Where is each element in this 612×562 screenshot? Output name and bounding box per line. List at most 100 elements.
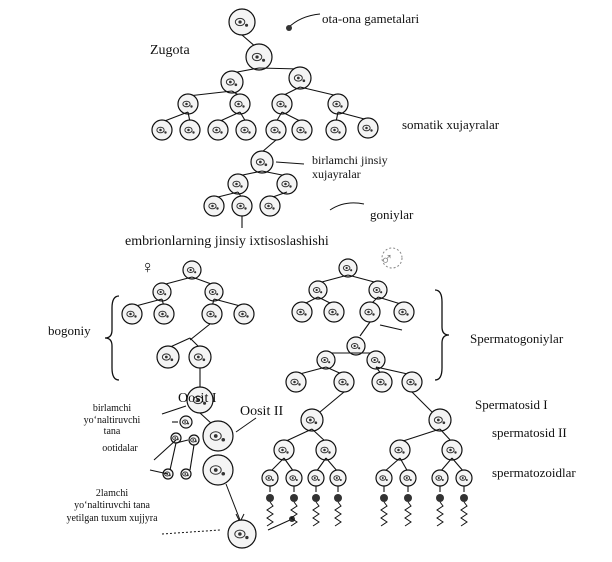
cell-nucleus — [394, 446, 403, 454]
cell-nucleus — [312, 286, 321, 294]
nucleus-dot — [335, 476, 338, 480]
cell-nucleus — [342, 264, 351, 272]
chromatin-dot — [402, 451, 405, 454]
primary-germ-cells-label-1: birlamchi jinsiy — [312, 153, 388, 167]
blastomere-cell — [271, 93, 293, 115]
spermatid-cell — [431, 469, 449, 487]
nucleus-dot — [333, 128, 336, 132]
nucleus-dot — [189, 268, 192, 272]
first-polar-body-label: birlamchi yo‘naltiruvchi tana — [64, 403, 160, 438]
chromatin-dot — [372, 313, 375, 316]
nucleus-dot — [192, 439, 195, 441]
chromatin-dot — [168, 474, 171, 477]
spermatogonium-cell — [371, 371, 393, 393]
cell-nucleus — [338, 378, 347, 386]
second-polar-body-label: 2lamchi yo‘naltiruvchi tana — [56, 488, 168, 511]
spermatid-cell — [399, 469, 417, 487]
spermatozoon-head — [380, 494, 388, 502]
spermatogonium-cell — [291, 301, 313, 323]
nucleus-dot — [243, 128, 246, 132]
cell-nucleus — [330, 126, 339, 134]
spermatocyte-1-cell — [300, 408, 324, 432]
chromatin-dot — [186, 474, 189, 477]
chromatin-dot — [298, 383, 301, 386]
spermatozoon-head — [404, 494, 412, 502]
branch-line — [269, 457, 285, 473]
spermatozoon-head — [312, 494, 320, 502]
spermatocyte-line — [411, 391, 433, 413]
chromatin-dot — [164, 293, 167, 296]
male-top-cell — [338, 258, 358, 278]
cell-nucleus — [350, 342, 359, 350]
nucleus-dot — [284, 182, 287, 186]
spermatid-cell — [307, 469, 325, 487]
blastomere-cell — [177, 93, 199, 115]
sperm-approach-line — [287, 13, 321, 29]
somatic-cell — [357, 117, 379, 139]
branch-line — [283, 428, 313, 443]
nucleus-dot — [159, 128, 162, 132]
chromatin-dot — [248, 131, 251, 134]
nucleus-dot — [373, 358, 376, 362]
spermatozoon-head — [290, 494, 298, 502]
nucleus-dot — [323, 448, 326, 452]
cell-nucleus — [182, 471, 189, 477]
oocyte-1-pointer — [161, 405, 187, 415]
branch-line — [347, 274, 379, 284]
spermatogonium-cell — [323, 301, 345, 323]
branch-line — [161, 276, 193, 286]
spermatogonium-cell — [393, 301, 415, 323]
cell-nucleus — [433, 416, 443, 424]
chromatin-dot — [221, 471, 226, 476]
gonium-cell — [259, 195, 281, 217]
cell-nucleus — [278, 446, 287, 454]
chromatin-dot — [240, 185, 243, 188]
chromatin-dot — [202, 401, 207, 405]
cell-nucleus — [379, 475, 387, 481]
nucleus-dot — [436, 418, 440, 422]
somatic-cells-label: somatik xujayralar — [402, 117, 500, 132]
cell-nucleus — [376, 378, 385, 386]
cell-nucleus — [126, 310, 135, 318]
nucleus-dot — [313, 476, 316, 480]
nucleus-dot — [267, 204, 270, 208]
nucleus-dot — [255, 55, 259, 59]
germ-cell — [227, 173, 249, 195]
chromatin-dot — [406, 313, 409, 316]
cell-nucleus — [372, 286, 381, 294]
fertilizing-sperm-line — [267, 519, 291, 531]
nucleus-dot — [381, 476, 384, 480]
chromatin-dot — [246, 315, 249, 318]
parental-sperm-head — [286, 25, 292, 31]
cell-nucleus — [209, 431, 222, 441]
egg-arrow-line — [225, 483, 241, 521]
chromatin-dot — [244, 207, 247, 210]
cell-nucleus — [320, 446, 329, 454]
female-symbol: ♀ — [141, 257, 155, 277]
nucleus-dot — [129, 312, 132, 316]
ootid-pointer — [153, 439, 177, 461]
chromatin-dot — [234, 83, 238, 87]
cell-nucleus — [225, 78, 235, 86]
chromatin-dot — [286, 451, 289, 454]
cell-nucleus — [208, 288, 217, 296]
oogonium-cell — [204, 282, 224, 302]
nucleus-dot — [437, 476, 440, 480]
cell-nucleus — [370, 356, 379, 364]
cell-nucleus — [184, 126, 193, 134]
chromatin-dot — [289, 185, 292, 188]
nucleus-dot — [161, 312, 164, 316]
gonia-pointer — [329, 202, 365, 211]
chromatin-dot — [409, 479, 412, 481]
nucleus-dot — [184, 421, 187, 423]
nucleus-dot — [345, 266, 348, 270]
spermatozoon-tail — [266, 501, 274, 527]
nucleus-dot — [213, 468, 218, 472]
gonium-cell — [203, 195, 225, 217]
germ-cell — [276, 173, 298, 195]
cell-nucleus — [234, 17, 246, 27]
spermatid-cell — [375, 469, 393, 487]
branch-line — [299, 86, 339, 97]
chromatin-dot — [350, 269, 353, 272]
chromatin-dot — [216, 293, 219, 296]
